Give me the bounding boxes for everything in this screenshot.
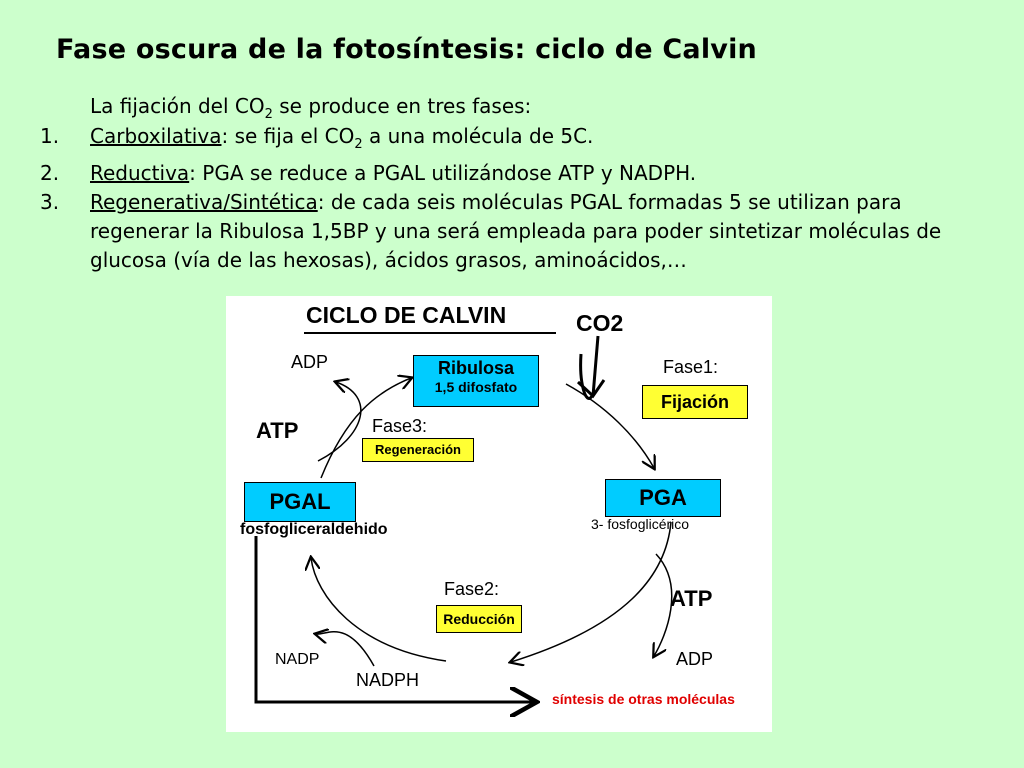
pga-sublabel: 3- fosfoglicérico [591,516,690,532]
fijacion-badge: Fijación [642,385,748,419]
adp-right-label: ADP [676,649,714,669]
arrow-pgal-to-ribulosa [320,378,411,479]
term-regenerativa: Regenerativa/Sintética [90,190,318,214]
arrow-nadph-to-nadp [316,632,375,667]
pgal-sublabel: fosfogliceraldehido [240,521,388,538]
arrow-atp-to-adp-left [317,382,362,462]
adp-top-label: ADP [291,352,329,372]
list-item-carboxilativa: 1. Carboxilativa: se fija el CO2 a una m… [40,124,594,152]
ribulosa-label: Ribulosa [437,358,514,378]
pga-box: PGA [605,479,721,517]
fase1-label: Fase1: [663,357,719,377]
arrow-atp-to-adp-right [654,553,673,656]
fase3-label: Fase3: [372,416,428,436]
phases-list: 1. Carboxilativa: se fija el CO2 a una m… [40,122,970,275]
sintesis-label: síntesis de otras moléculas [552,691,735,707]
slide-title: Fase oscura de la fotosíntesis: ciclo de… [56,34,757,65]
arrow-ribulosa-to-pga [565,383,654,468]
arrow-pga-to-pgal [511,521,672,662]
co2-arrow [579,353,594,400]
co2-label: CO2 [576,310,624,336]
pgal-box: PGAL [244,482,356,522]
term-reductiva: Reductiva [90,161,190,185]
list-item-reductiva: 2. Reductiva: PGA se reduce a PGAL utili… [40,161,697,185]
nadph-label: NADPH [356,670,420,690]
nadp-label: NADP [275,651,320,668]
ribulosa-sublabel: 1,5 difosfato [434,379,518,395]
ribulosa-box: Ribulosa 1,5 difosfato [413,355,539,407]
arrow-nadph-side [311,558,447,662]
intro-text: La fijación del CO2 se produce en tres f… [90,94,532,122]
calvin-cycle-diagram: CICLO DE CALVIN CO2 Ribulosa 1,5 difosfa… [226,296,772,732]
diagram-title: CICLO DE CALVIN [306,302,507,328]
atp-left-label: ATP [256,418,299,443]
arrow-sintesis [254,536,534,702]
cycle-arrows [254,332,673,732]
term-carboxilativa: Carboxilativa [90,124,222,148]
reduccion-badge: Reducción [436,605,522,633]
fase2-label: Fase2: [444,579,500,599]
regeneracion-badge: Regeneración [362,438,474,462]
atp-right-label: ATP [670,586,713,611]
list-item-regenerativa: 3. Regenerativa/Sintética: de cada seis … [40,190,942,272]
